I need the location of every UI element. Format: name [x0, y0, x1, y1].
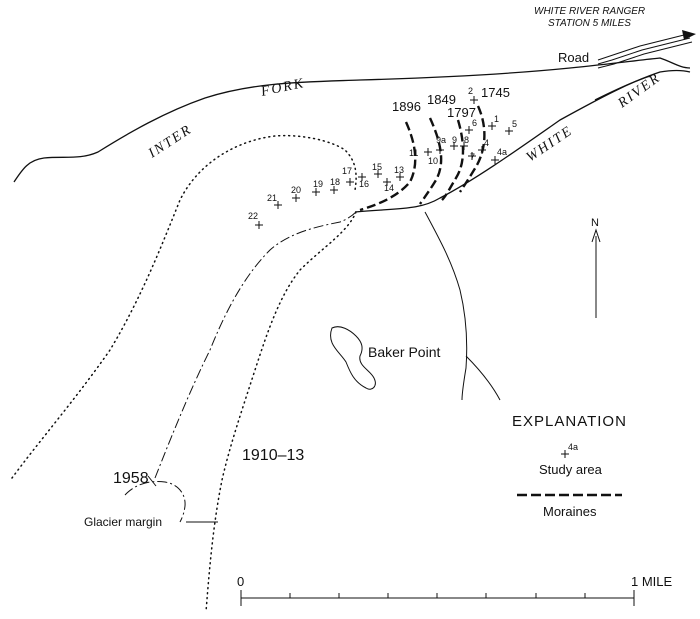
site-marker-17	[358, 173, 366, 181]
site-label-13: 13	[394, 165, 404, 175]
site-marker-20	[292, 194, 300, 202]
year-1958-label: 1958	[113, 470, 149, 487]
site-label-15: 15	[372, 162, 382, 172]
ranger-station-line2: STATION 5 MILES	[548, 18, 631, 29]
site-marker-14	[383, 178, 391, 186]
moraines	[359, 105, 486, 212]
site-marker-7	[468, 152, 476, 160]
site-label-4: 4	[484, 138, 489, 148]
site-marker-16	[346, 178, 354, 186]
legend-moraines-label: Moraines	[543, 504, 597, 519]
site-label-1: 1	[494, 114, 499, 124]
white-river-south-bank	[594, 75, 651, 101]
stream-branch	[465, 355, 501, 401]
site-label-16: 16	[359, 179, 369, 189]
site-label-18: 18	[330, 177, 340, 187]
river-label: RIVER	[615, 70, 664, 111]
site-marker-21	[274, 201, 282, 209]
legend-title: EXPLANATION	[512, 413, 627, 430]
site-marker-13	[396, 173, 404, 181]
glacier-extent-1910-13-west	[11, 134, 357, 479]
site-label-4a: 4a	[497, 147, 507, 157]
site-label-14: 14	[384, 183, 394, 193]
moraine-1745	[459, 105, 486, 193]
site-label-17: 17	[342, 166, 352, 176]
fork-label: FORK	[259, 76, 307, 100]
ranger-station-line1: WHITE RIVER RANGER	[534, 6, 645, 17]
moraine-1797	[441, 119, 465, 201]
road	[597, 33, 693, 69]
study-site-markers	[255, 96, 513, 229]
site-label-19: 19	[313, 179, 323, 189]
legend-study-marker	[561, 450, 569, 458]
site-label-7: 7	[470, 152, 475, 162]
white-river-north-bank	[354, 69, 691, 213]
site-label-2: 2	[468, 86, 473, 96]
site-label-5: 5	[512, 119, 517, 129]
site-label-21: 21	[267, 193, 277, 203]
baker-point-label: Baker Point	[368, 344, 440, 360]
moraine-1849	[419, 117, 443, 205]
moraine-year-1745: 1745	[481, 85, 510, 100]
site-marker-4	[478, 146, 486, 154]
site-label-10: 10	[428, 156, 438, 166]
site-marker-22	[255, 221, 263, 229]
glacier-extent-1910-13-east	[205, 211, 357, 613]
site-marker-9	[450, 142, 458, 150]
stream-south	[424, 211, 468, 401]
site-label-8: 8	[464, 135, 469, 145]
site-marker-2	[470, 96, 478, 104]
inter-fork-river	[13, 57, 691, 183]
north-label: N	[591, 217, 599, 229]
year-1910-13-label: 1910–13	[242, 447, 304, 464]
site-marker-5	[505, 127, 513, 135]
site-label-6: 6	[472, 118, 477, 128]
moraine-year-1797: 1797	[447, 105, 476, 120]
legend-study-area-label: Study area	[539, 462, 603, 477]
site-marker-8	[460, 142, 468, 150]
baker-point-outline	[330, 326, 376, 390]
site-label-22: 22	[248, 211, 258, 221]
glacier-snout-1958	[124, 481, 186, 523]
white-label: WHITE	[524, 123, 576, 165]
glacier-margin-1958	[154, 211, 357, 479]
road-label: Road	[558, 50, 589, 65]
inter-label: INTER	[145, 122, 195, 162]
scale-bar	[240, 590, 635, 606]
site-marker-4a	[491, 156, 499, 164]
site-marker-11	[424, 148, 432, 156]
north-arrow: N	[591, 217, 601, 318]
site-marker-1	[488, 122, 496, 130]
site-marker-6	[465, 126, 473, 134]
site-label-20: 20	[291, 185, 301, 195]
site-label-11: 11	[409, 148, 418, 158]
legend-sample-site: 4a	[568, 442, 578, 452]
moraine-1896	[359, 121, 417, 212]
ranger-arrow	[682, 30, 696, 40]
scale-start-label: 0	[237, 574, 244, 589]
site-marker-19	[312, 188, 320, 196]
moraine-year-1849: 1849	[427, 92, 456, 107]
site-marker-18	[330, 186, 338, 194]
site-label-9: 9	[452, 135, 457, 145]
site-marker-15	[374, 170, 382, 178]
north-arrow-head	[591, 228, 601, 243]
legend: EXPLANATION 4a Study area Moraines	[512, 413, 627, 519]
scale-end-label: 1 MILE	[631, 574, 673, 589]
year-1958-leader	[147, 475, 157, 487]
site-label-9a: 9a	[436, 135, 446, 145]
site-marker-9a	[436, 146, 444, 154]
moraine-year-1896: 1896	[392, 99, 421, 114]
glacier-margin-label: Glacier margin	[84, 515, 162, 529]
